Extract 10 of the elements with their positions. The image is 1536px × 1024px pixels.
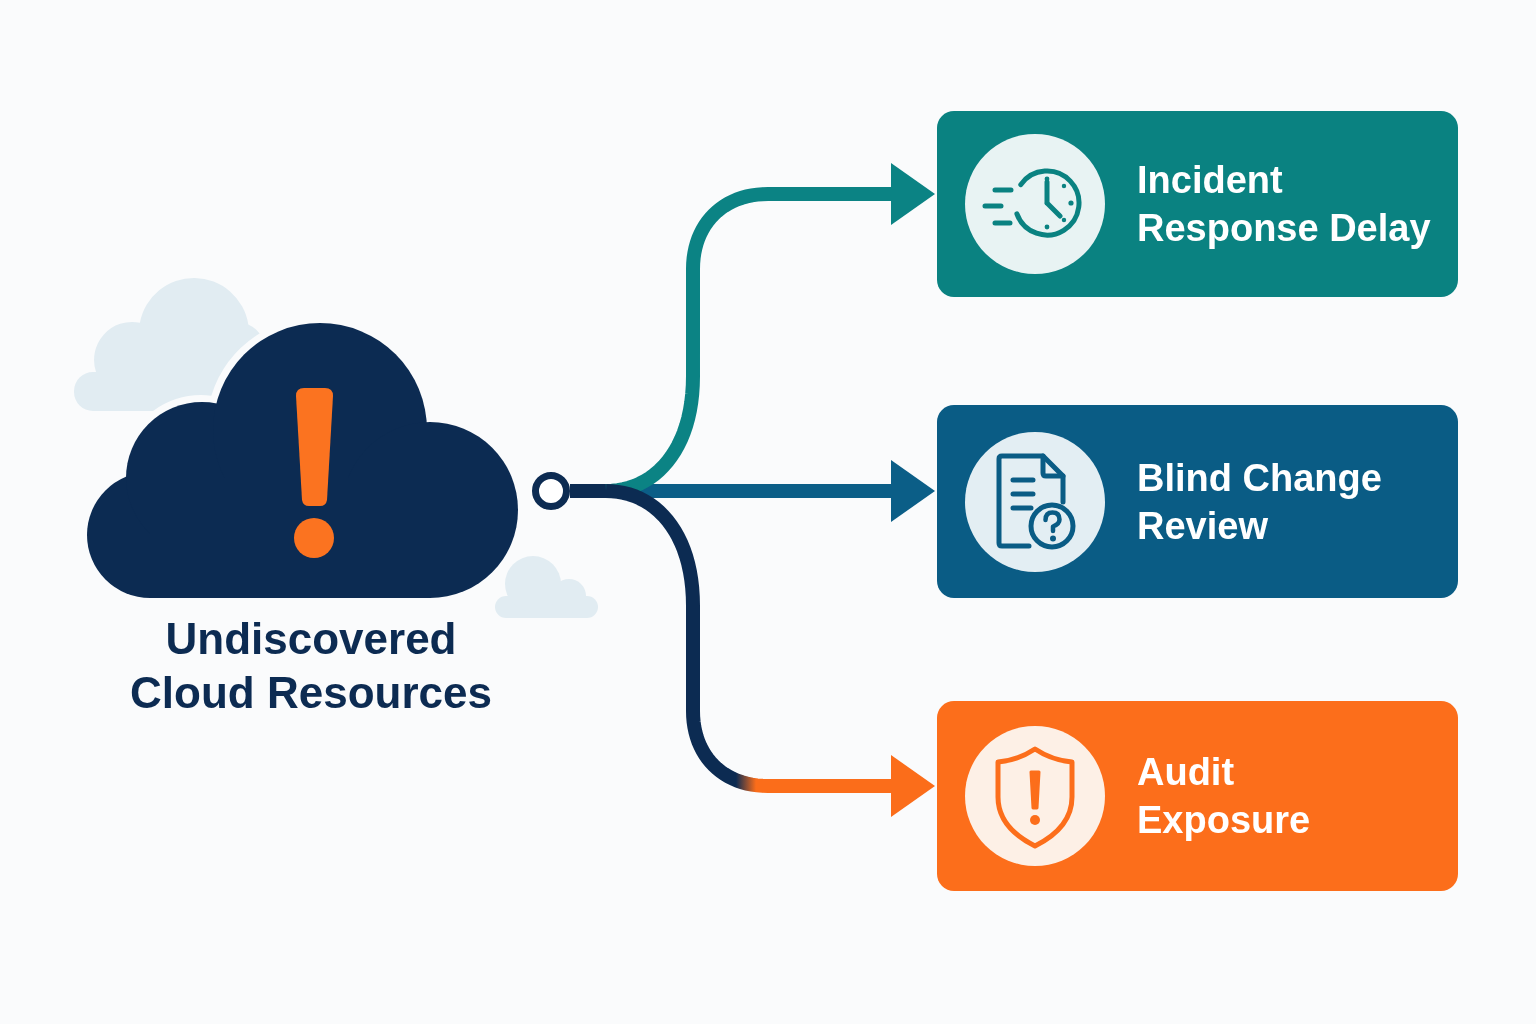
node-title: Undiscovered Cloud Resources — [129, 613, 493, 719]
card-title: Audit Exposure — [1137, 750, 1312, 843]
card-title: Blind Change Review — [1137, 455, 1383, 549]
outcome-card — [937, 405, 1458, 598]
outcome-card — [937, 111, 1458, 297]
junction-circle — [532, 472, 570, 510]
card-title: Incident Response Delay — [1137, 158, 1432, 251]
connector-arrow — [604, 484, 935, 817]
outcome-card — [937, 701, 1458, 891]
connector-line — [570, 484, 606, 498]
